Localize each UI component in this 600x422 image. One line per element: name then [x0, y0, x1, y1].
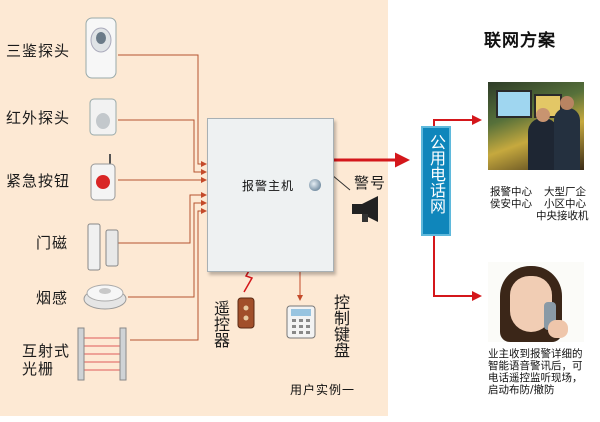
device-wires: [118, 54, 207, 341]
page-title: 联网方案: [484, 31, 556, 51]
owner-caption-line-1: 业主收到报警详细的: [488, 348, 583, 360]
public-phone-network: 公用电话网: [421, 126, 451, 236]
infrared-detector-icon: [89, 98, 117, 136]
emergency-button-icon: [90, 154, 116, 201]
device-label-infrared: 红外探头: [6, 109, 71, 127]
owner-caption-line-2: 智能语音警讯后，可: [488, 360, 583, 372]
smoke-detector-icon: [83, 284, 127, 310]
device-label-beam-2: 光栅: [22, 360, 55, 378]
remote-label-text: 遥控器: [211, 300, 230, 348]
center-caption-left-1: 报警中心: [490, 186, 532, 198]
network-label-text: 公用电话网: [427, 134, 446, 214]
device-label-door: 门磁: [36, 234, 69, 252]
keypad-label-text: 控制键盘: [331, 294, 350, 358]
alarm-host-label: 报警主机: [242, 179, 295, 193]
device-label-tri-tech: 三鉴探头: [6, 42, 71, 60]
network-label: 公用电话网: [423, 134, 449, 214]
tri-tech-detector-icon: [85, 17, 117, 79]
owner-caption-line-3: 电话遥控监听现场，: [488, 372, 583, 384]
panel-caption: 用户实例一: [290, 383, 356, 397]
siren-label: 警号: [354, 174, 387, 192]
remote-control-icon: [237, 297, 255, 329]
remote-label: 遥控器: [210, 300, 230, 348]
owner-on-phone-photo: [488, 262, 584, 342]
monitoring-center-photo: [488, 82, 584, 170]
owner-caption-line-4: 启动布防/撤防: [488, 384, 555, 396]
control-keypad-icon: [286, 305, 316, 339]
device-label-smoke: 烟感: [36, 289, 69, 307]
center-caption-left-2: 侯安中心: [490, 198, 532, 210]
device-label-beam: 互射式: [22, 342, 71, 360]
device-label-emergency: 紧急按钮: [6, 172, 71, 190]
center-caption-right-2: 小区中心: [544, 198, 586, 210]
beam-barrier-icon: [77, 327, 127, 381]
alarm-host-panel: 报警主机: [207, 118, 334, 272]
host-knob-icon: [309, 179, 321, 191]
keypad-label: 控制键盘: [330, 294, 350, 358]
siren-icon: [352, 196, 378, 222]
center-caption-right-3: 中央接收机: [536, 210, 589, 222]
beam-lines: [82, 337, 120, 371]
door-magnet-icon: [87, 223, 119, 271]
center-caption-right-1: 大型厂企: [544, 186, 586, 198]
